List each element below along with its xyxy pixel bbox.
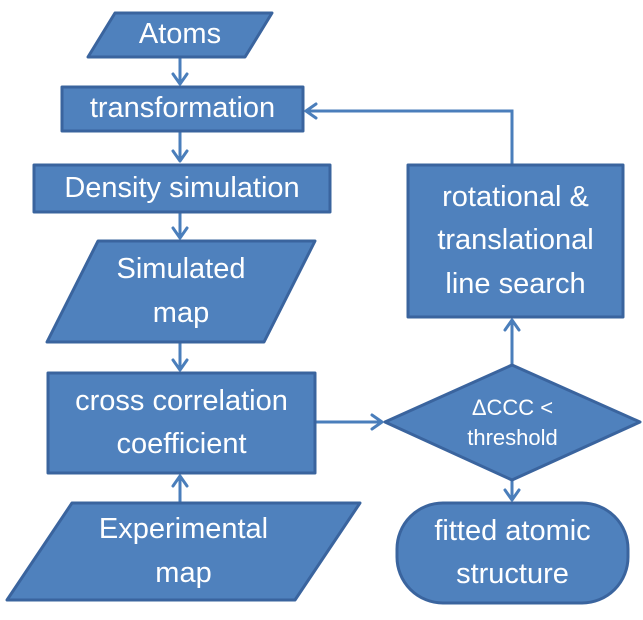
density-simulation-rectangle [32, 163, 332, 214]
decision-diamond [383, 363, 642, 482]
atoms-parallelogram [86, 11, 274, 59]
line-search-rectangle [406, 163, 625, 319]
transformation-rectangle [60, 85, 305, 133]
connector-line-search-to-transformation [304, 102, 514, 165]
fitted-structure-rounded-rectangle [395, 501, 630, 605]
experimental-map-parallelogram [5, 501, 362, 602]
cross-correlation-rectangle [46, 371, 317, 475]
simulated-map-parallelogram [45, 239, 317, 344]
